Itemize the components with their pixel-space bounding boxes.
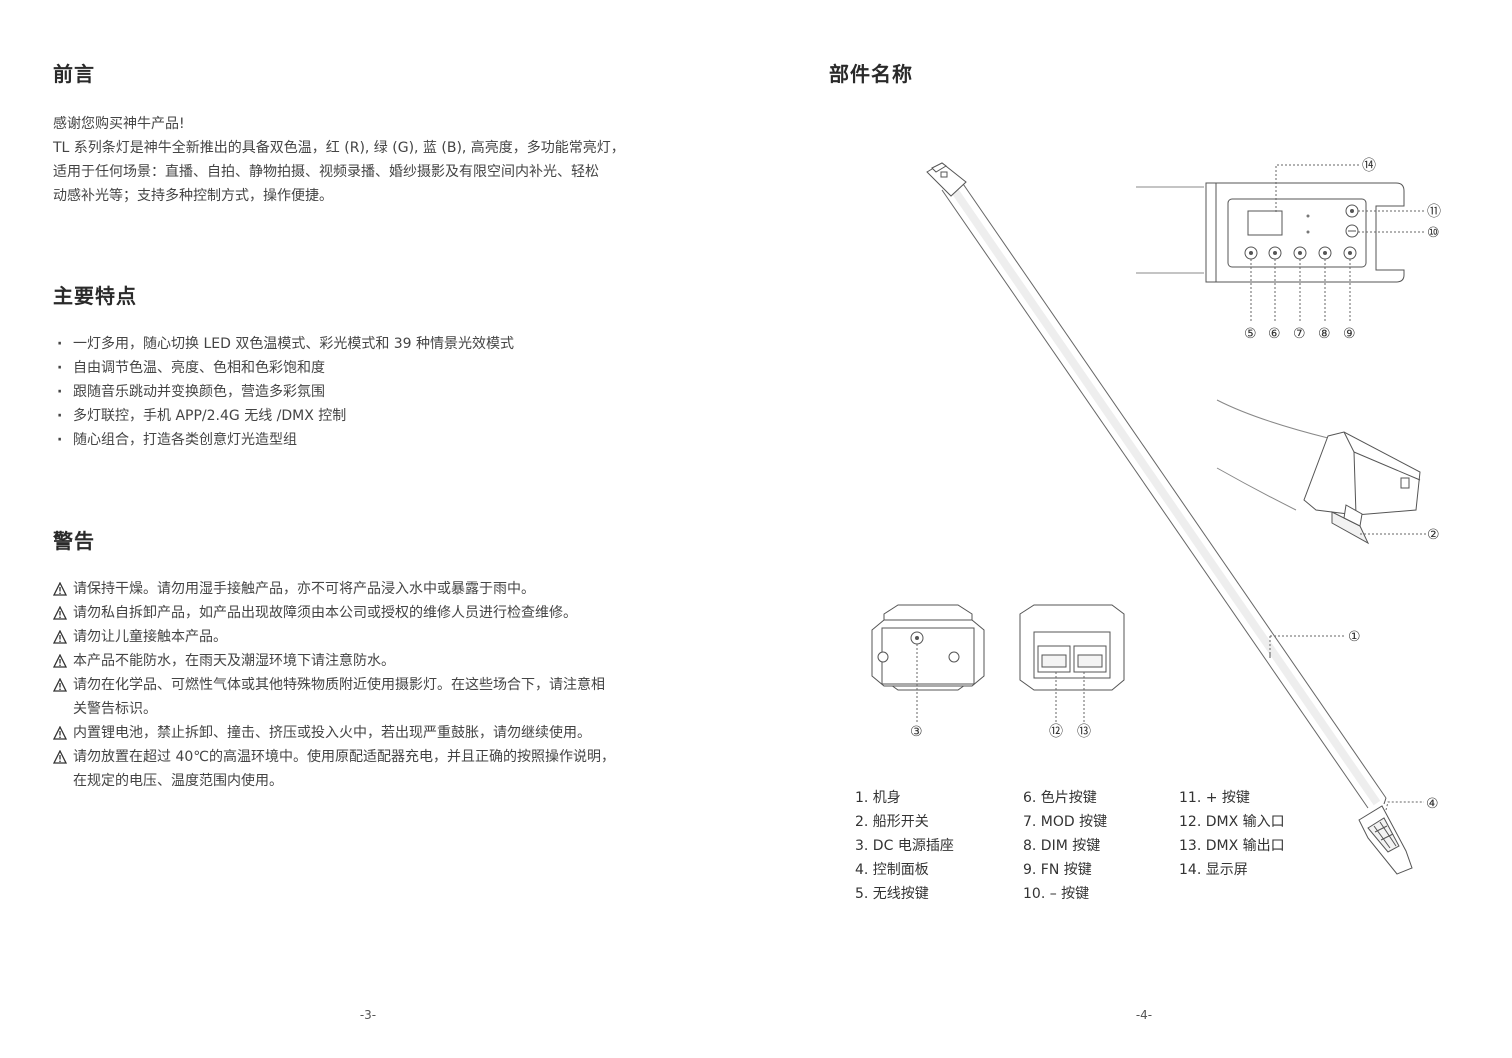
part-item: 7. MOD 按键 — [1023, 814, 1108, 830]
warnings-title: 警告 — [53, 529, 95, 553]
part-item: 6. 色片按键 — [1023, 790, 1097, 806]
warning-triangle-icon — [53, 726, 67, 740]
part-item: 3. DC 电源插座 — [855, 838, 954, 854]
part-item: 11. + 按键 — [1179, 790, 1250, 806]
foreword-line: 感谢您购买神牛产品! — [53, 116, 185, 132]
warnings-list: 请保持干燥。请勿用湿手接触产品，亦不可将产品浸入水中或暴露于雨中。 请勿私自拆卸… — [53, 577, 693, 793]
parts-list-col1: 1. 机身 2. 船形开关 3. DC 电源插座 4. 控制面板 5. 无线按键 — [855, 786, 954, 906]
page-number: -3- — [359, 1008, 377, 1022]
callout-11: ⑪ — [1427, 204, 1441, 220]
warning-triangle-icon — [53, 630, 67, 644]
warning-line: 请勿在化学品、可燃性气体或其他特殊物质附近使用摄影灯。在这些场合下，请注意相 — [73, 677, 605, 693]
tube-top-cap — [926, 162, 967, 197]
features-title: 主要特点 — [53, 284, 137, 308]
part-item: 2. 船形开关 — [855, 814, 929, 830]
feature-item: 自由调节色温、亮度、色相和色彩饱和度 — [53, 356, 514, 380]
leader-lines-panel — [1250, 164, 1426, 323]
warning-item: 内置锂电池，禁止拆卸、撞击、挤压或投入火中，若出现严重鼓胀，请勿继续使用。 — [53, 721, 693, 745]
end-view-dmx — [1019, 604, 1125, 722]
part-item: 10. – 按键 — [1023, 886, 1090, 902]
warning-item: 请勿让儿童接触本产品。 — [53, 625, 693, 649]
warning-item: 请勿放置在超过 40℃的高温环境中。使用原配适配器充电，并且正确的按照操作说明，… — [53, 745, 693, 793]
part-item: 9. FN 按键 — [1023, 862, 1092, 878]
warning-item: 请保持干燥。请勿用湿手接触产品，亦不可将产品浸入水中或暴露于雨中。 — [53, 577, 693, 601]
part-item: 14. 显示屏 — [1179, 862, 1248, 878]
part-item: 13. DMX 输出口 — [1179, 838, 1285, 854]
warning-item: 本产品不能防水，在雨天及潮湿环境下请注意防水。 — [53, 649, 693, 673]
feature-item: 随心组合，打造各类创意灯光造型组 — [53, 428, 514, 452]
warning-line: 关警告标识。 — [73, 701, 157, 717]
warning-line: 在规定的电压、温度范围内使用。 — [73, 773, 283, 789]
tube-bottom-cap — [1358, 797, 1413, 875]
callout-10: ⑩ — [1427, 225, 1440, 241]
parts-diagram: ⑭ ⑪ ⑩ ⑤ ⑥ ⑦ ⑧ ⑨ ② ① ③ ⑫ ⑬ ④ — [871, 158, 1441, 875]
bracket-detail — [1216, 399, 1421, 545]
callout-13: ⑬ — [1077, 724, 1091, 740]
part-item: 5. 无线按键 — [855, 886, 929, 902]
warning-triangle-icon — [53, 654, 67, 668]
parts-list-col2: 6. 色片按键 7. MOD 按键 8. DIM 按键 9. FN 按键 10.… — [1023, 786, 1107, 906]
callout-9: ⑨ — [1343, 326, 1356, 342]
callout-4: ④ — [1426, 796, 1439, 812]
warning-triangle-icon — [53, 678, 67, 692]
callout-1: ① — [1348, 629, 1361, 645]
warning-triangle-icon — [53, 582, 67, 596]
callout-8: ⑧ — [1318, 326, 1331, 342]
foreword-line: TL 系列条灯是神牛全新推出的具备双色温，红 (R), 绿 (G), 蓝 (B)… — [53, 140, 625, 156]
callout-14: ⑭ — [1362, 158, 1376, 174]
warning-item: 请勿在化学品、可燃性气体或其他特殊物质附近使用摄影灯。在这些场合下，请注意相 关… — [53, 673, 693, 721]
warning-line: 请保持干燥。请勿用湿手接触产品，亦不可将产品浸入水中或暴露于雨中。 — [73, 581, 535, 597]
feature-item: 多灯联控，手机 APP/2.4G 无线 /DMX 控制 — [53, 404, 514, 428]
end-view-dc — [871, 604, 985, 722]
warning-line: 内置锂电池，禁止拆卸、撞击、挤压或投入火中，若出现严重鼓胀，请勿继续使用。 — [73, 725, 591, 741]
foreword-line: 动感补光等；支持多种控制方式，操作便捷。 — [53, 188, 333, 204]
part-item: 8. DIM 按键 — [1023, 838, 1101, 854]
tube-body — [941, 177, 1387, 809]
callout-3: ③ — [910, 724, 923, 740]
page-number: -4- — [1135, 1008, 1153, 1022]
left-page: 前言 感谢您购买神牛产品! TL 系列条灯是神牛全新推出的具备双色温，红 (R)… — [0, 0, 756, 1058]
callout-12: ⑫ — [1049, 724, 1063, 740]
feature-item: 跟随音乐跳动并变换颜色，营造多彩氛围 — [53, 380, 514, 404]
callout-6: ⑥ — [1268, 326, 1281, 342]
warning-line: 请勿让儿童接触本产品。 — [73, 629, 227, 645]
part-item: 1. 机身 — [855, 790, 901, 806]
part-item: 4. 控制面板 — [855, 862, 929, 878]
callout-7: ⑦ — [1293, 326, 1306, 342]
warning-item: 请勿私自拆卸产品，如产品出现故障须由本公司或授权的维修人员进行检查维修。 — [53, 601, 693, 625]
warning-line: 请勿放置在超过 40℃的高温环境中。使用原配适配器充电，并且正确的按照操作说明， — [73, 749, 615, 765]
warning-triangle-icon — [53, 606, 67, 620]
control-panel-detail — [1136, 182, 1405, 283]
foreword-line: 适用于任何场景：直播、自拍、静物拍摄、视频录播、婚纱摄影及有限空间内补光、轻松 — [53, 164, 599, 180]
right-page: 部件名称 — [756, 0, 1512, 1058]
warning-line: 本产品不能防水，在雨天及潮湿环境下请注意防水。 — [73, 653, 395, 669]
foreword-title: 前言 — [53, 62, 95, 86]
foreword-text: 感谢您购买神牛产品! TL 系列条灯是神牛全新推出的具备双色温，红 (R), 绿… — [53, 112, 693, 208]
callout-2: ② — [1427, 527, 1440, 543]
feature-item: 一灯多用，随心切换 LED 双色温模式、彩光模式和 39 种情景光效模式 — [53, 332, 514, 356]
warning-line: 请勿私自拆卸产品，如产品出现故障须由本公司或授权的维修人员进行检查维修。 — [73, 605, 577, 621]
parts-list-col3: 11. + 按键 12. DMX 输入口 13. DMX 输出口 14. 显示屏 — [1179, 786, 1285, 882]
part-item: 12. DMX 输入口 — [1179, 814, 1285, 830]
features-list: 一灯多用，随心切换 LED 双色温模式、彩光模式和 39 种情景光效模式 自由调… — [53, 332, 514, 452]
warning-triangle-icon — [53, 750, 67, 764]
callout-5: ⑤ — [1244, 326, 1257, 342]
parts-title: 部件名称 — [829, 62, 913, 86]
